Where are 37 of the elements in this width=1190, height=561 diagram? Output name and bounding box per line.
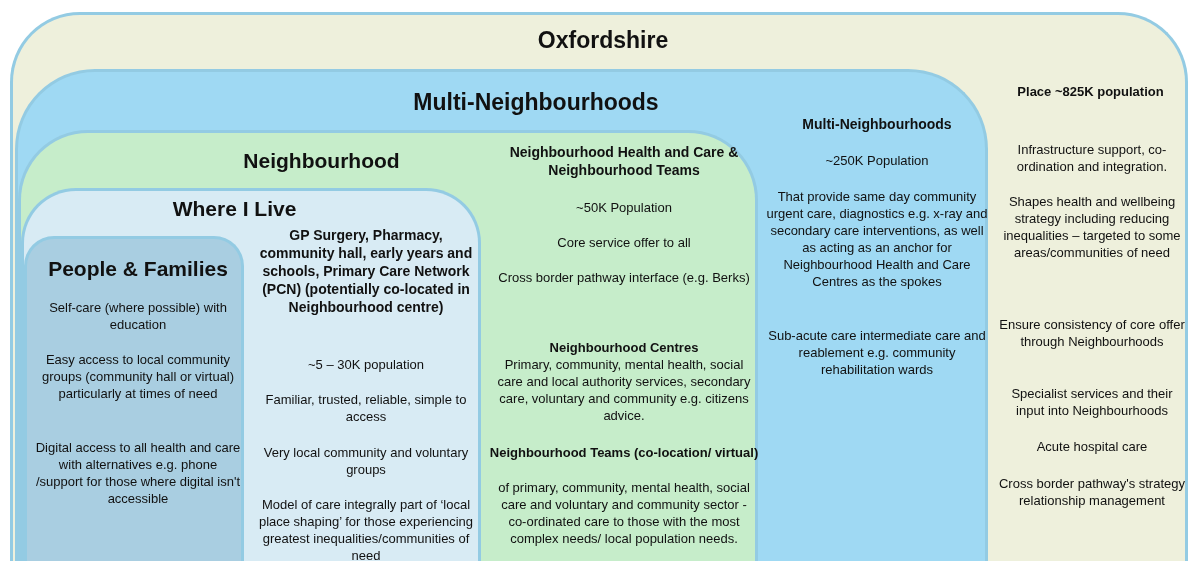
population-text: ~250K Population bbox=[824, 152, 930, 169]
column-heading: GP Surgery, Pharmacy, community hall, early years and schools, Primary Care Network (PCN) (potentially co-located in Neighbourhood centre) bbox=[258, 226, 474, 316]
description-text: Self-care (where possible) with education bbox=[48, 299, 228, 333]
column-heading: Neighbourhood Health and Care & Neighbourhood Teams bbox=[508, 143, 740, 179]
description-text: Sub-acute care intermediate care and reablement e.g. community rehabilitation wards bbox=[767, 327, 987, 378]
region-heading: Multi-Neighbourhoods bbox=[412, 88, 660, 116]
description-text: Cross border pathway interface (e.g. Berks) bbox=[497, 269, 751, 286]
population-text: ~50K Population bbox=[575, 199, 673, 216]
description-text: of primary, community, mental health, social care and voluntary and community sector - co-ordinated care to those with the most complex needs/ local population needs. bbox=[497, 479, 751, 547]
description-text: Infrastructure support, co-ordination and integration. bbox=[1015, 141, 1169, 175]
region-panel bbox=[18, 130, 758, 561]
description-text: Model of care integrally part of ‘local place shaping’ for those experiencing greatest inequalities/communities of need bbox=[257, 496, 475, 561]
description-text: Cross border pathway's strategy relationship management bbox=[998, 475, 1186, 509]
region-panel bbox=[21, 188, 481, 561]
population-text: ~5 – 30K population bbox=[307, 356, 425, 373]
description-text: Ensure consistency of core offer through Neighbourhoods bbox=[998, 316, 1186, 350]
description-text: Specialist services and their input into Neighbourhoods bbox=[1010, 385, 1174, 419]
region-panel bbox=[15, 69, 988, 561]
description-text: Primary, community, mental health, social care and local authority services, secondary care, voluntary and community e.g. citizens advice. bbox=[496, 356, 752, 424]
description-text: Familiar, trusted, reliable, simple to access bbox=[264, 391, 468, 425]
region-heading: Neighbourhood bbox=[242, 148, 401, 174]
description-text: Shapes health and wellbeing strategy including reducing inequalities – targeted to some areas/communities of need bbox=[1002, 193, 1182, 261]
description-text: Digital access to all health and care with alternatives e.g. phone /support for those where digital isn't accessible bbox=[35, 439, 241, 507]
description-text: Core service offer to all bbox=[556, 234, 692, 251]
column-heading: Neighbourhood Centres bbox=[548, 339, 700, 356]
description-text: That provide same day community urgent care, diagnostics e.g. x-ray and secondary care interventions, as well as acting as an anchor for Neighbourhood Health and Care Centres as the spokes bbox=[765, 188, 989, 290]
description-text: Very local community and voluntary groups bbox=[262, 444, 470, 478]
description-text: Acute hospital care bbox=[1035, 438, 1149, 455]
description-text: Easy access to local community groups (community hall or virtual) particularly at times of need bbox=[40, 351, 236, 402]
region-heading: Oxfordshire bbox=[536, 26, 670, 54]
region-panel bbox=[24, 236, 244, 561]
region-heading: Where I Live bbox=[171, 196, 298, 222]
region-heading: People & Families bbox=[47, 256, 229, 282]
column-heading: Place ~825K population bbox=[1016, 83, 1165, 100]
column-heading: Multi-Neighbourhoods bbox=[801, 115, 953, 133]
region-panel bbox=[10, 12, 1188, 561]
column-heading: Neighbourhood Teams (co-location/ virtual) bbox=[489, 444, 759, 461]
